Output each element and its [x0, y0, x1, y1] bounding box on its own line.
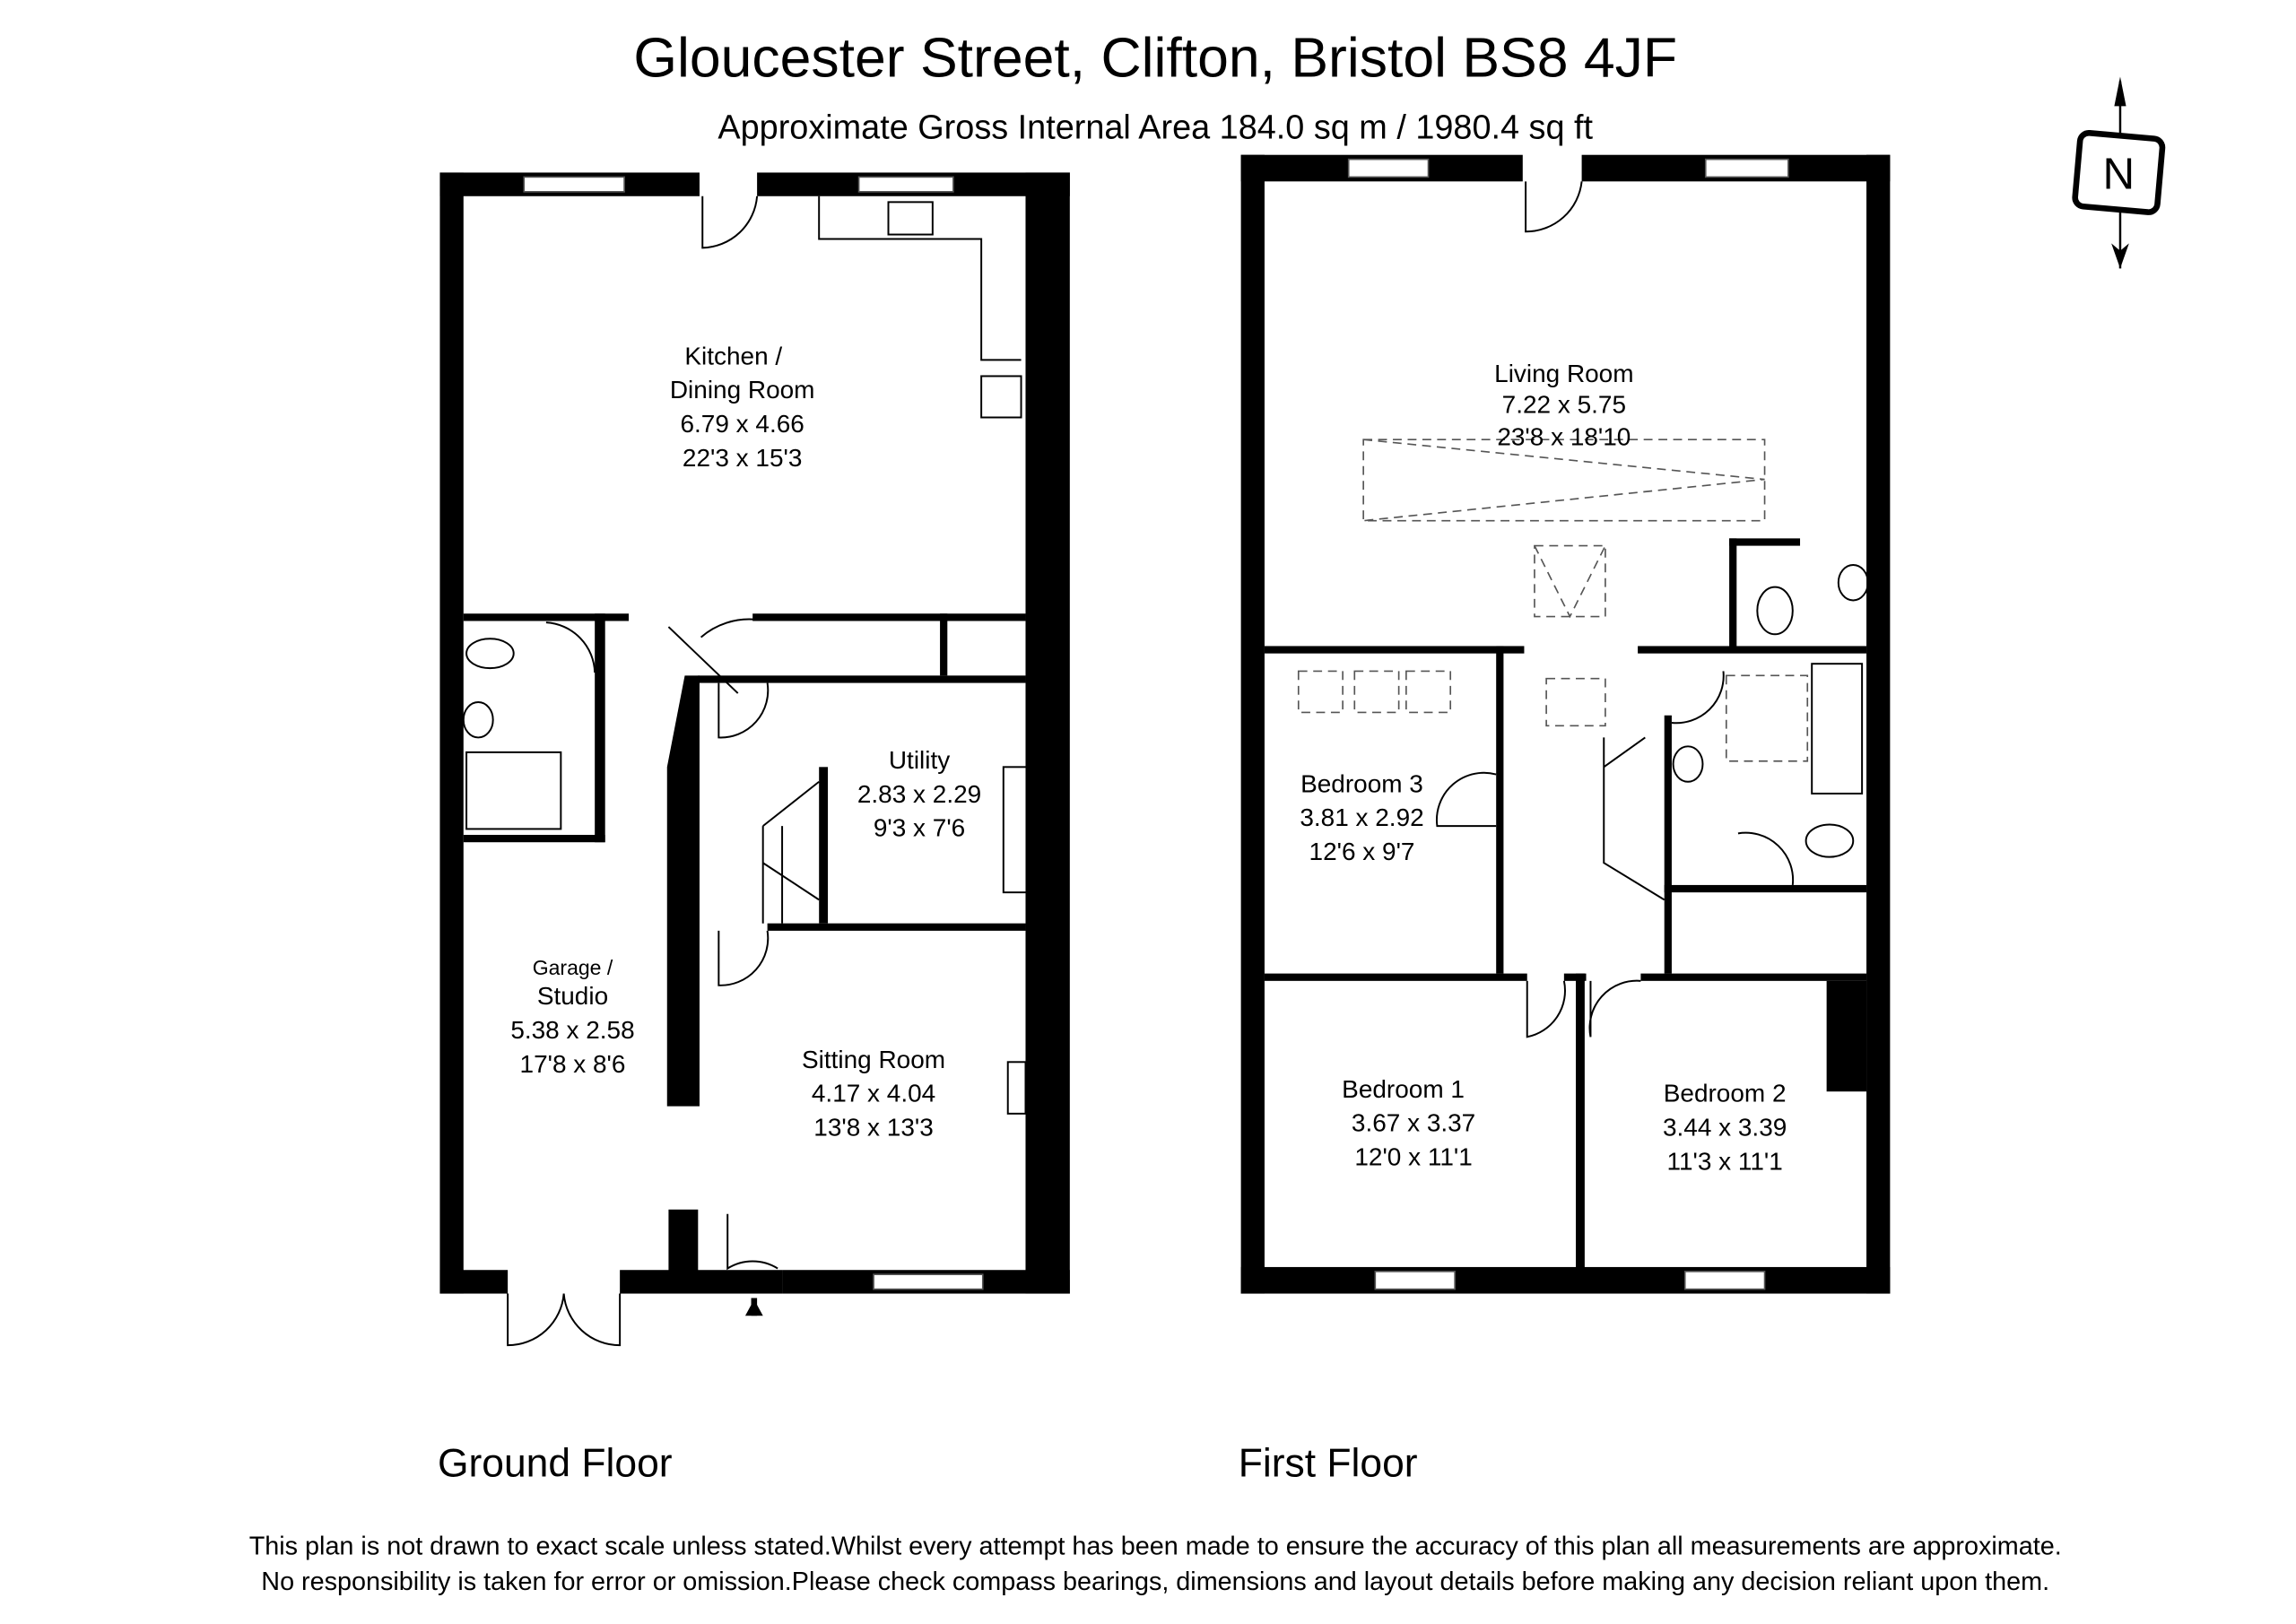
room-dimensions-imperial: 23'8 x 18'10	[1497, 423, 1631, 451]
ground-floor-plan: Kitchen / Dining Room 6.79 x 4.66 22'3 x…	[439, 172, 1070, 1347]
north-arrow-icon: N	[2072, 76, 2166, 269]
room-dimensions-imperial: 11'3 x 11'1	[1666, 1147, 1782, 1175]
room-name: Bedroom 1	[1342, 1075, 1465, 1103]
room-utility: Utility 2.83 x 2.29 9'3 x 7'6	[857, 746, 981, 842]
area-subtitle: Approximate Gross Internal Area 184.0 sq…	[718, 109, 1593, 147]
room-dimensions-metric: 7.22 x 5.75	[1502, 391, 1626, 419]
room-dimensions-metric: 3.44 x 3.39	[1663, 1114, 1787, 1142]
room-sitting-room: Sitting Room 4.17 x 4.04 13'8 x 13'3	[802, 1046, 945, 1142]
room-name: Living Room	[1494, 360, 1633, 387]
room-kitchen-dining: Kitchen / Dining Room 6.79 x 4.66 22'3 x…	[670, 342, 815, 471]
disclaimer-line-2: No responsibility is taken for error or …	[261, 1568, 2049, 1596]
room-name: Kitchen /	[684, 342, 782, 369]
first-floor-plan: Living Room 7.22 x 5.75 23'8 x 18'10 Bed…	[1240, 154, 1891, 1294]
room-name: Bedroom 2	[1664, 1080, 1787, 1107]
room-dimensions-metric: 3.81 x 2.92	[1300, 803, 1423, 831]
room-name: Utility	[889, 746, 950, 774]
room-dimensions-imperial: 17'8 x 8'6	[520, 1050, 626, 1078]
room-bedroom-3: Bedroom 3 3.81 x 2.92 12'6 x 9'7	[1300, 769, 1423, 865]
compass-label: N	[2103, 150, 2135, 199]
room-name: Garage /	[533, 956, 613, 979]
first-floor-label: First Floor	[1239, 1442, 1418, 1486]
ground-floor-label: Ground Floor	[438, 1442, 673, 1486]
room-dimensions-metric: 3.67 x 3.37	[1352, 1109, 1475, 1137]
room-dimensions-imperial: 12'6 x 9'7	[1309, 838, 1415, 865]
disclaimer-line-1: This plan is not drawn to exact scale un…	[249, 1533, 2062, 1561]
room-garage-studio: Garage / Studio 5.38 x 2.58 17'8 x 8'6	[510, 956, 634, 1078]
room-name: Sitting Room	[802, 1046, 945, 1073]
room-living-room: Living Room 7.22 x 5.75 23'8 x 18'10	[1494, 360, 1633, 451]
room-dimensions-metric: 4.17 x 4.04	[812, 1080, 935, 1107]
room-dimensions-metric: 6.79 x 4.66	[680, 410, 804, 438]
room-name: Dining Room	[670, 376, 815, 404]
room-dimensions-metric: 2.83 x 2.29	[857, 780, 981, 808]
room-name: Bedroom 3	[1300, 769, 1423, 797]
room-dimensions-imperial: 9'3 x 7'6	[874, 814, 965, 842]
room-name: Studio	[537, 982, 608, 1010]
room-dimensions-metric: 5.38 x 2.58	[510, 1016, 634, 1044]
room-dimensions-imperial: 12'0 x 11'1	[1354, 1142, 1472, 1170]
room-bedroom-1: Bedroom 1 3.67 x 3.37 12'0 x 11'1	[1342, 1075, 1475, 1171]
room-dimensions-imperial: 22'3 x 15'3	[683, 444, 802, 472]
room-bedroom-2: Bedroom 2 3.44 x 3.39 11'3 x 11'1	[1663, 1080, 1787, 1176]
room-dimensions-imperial: 13'8 x 13'3	[813, 1114, 933, 1142]
page-title: Gloucester Street, Clifton, Bristol BS8 …	[633, 27, 1677, 90]
